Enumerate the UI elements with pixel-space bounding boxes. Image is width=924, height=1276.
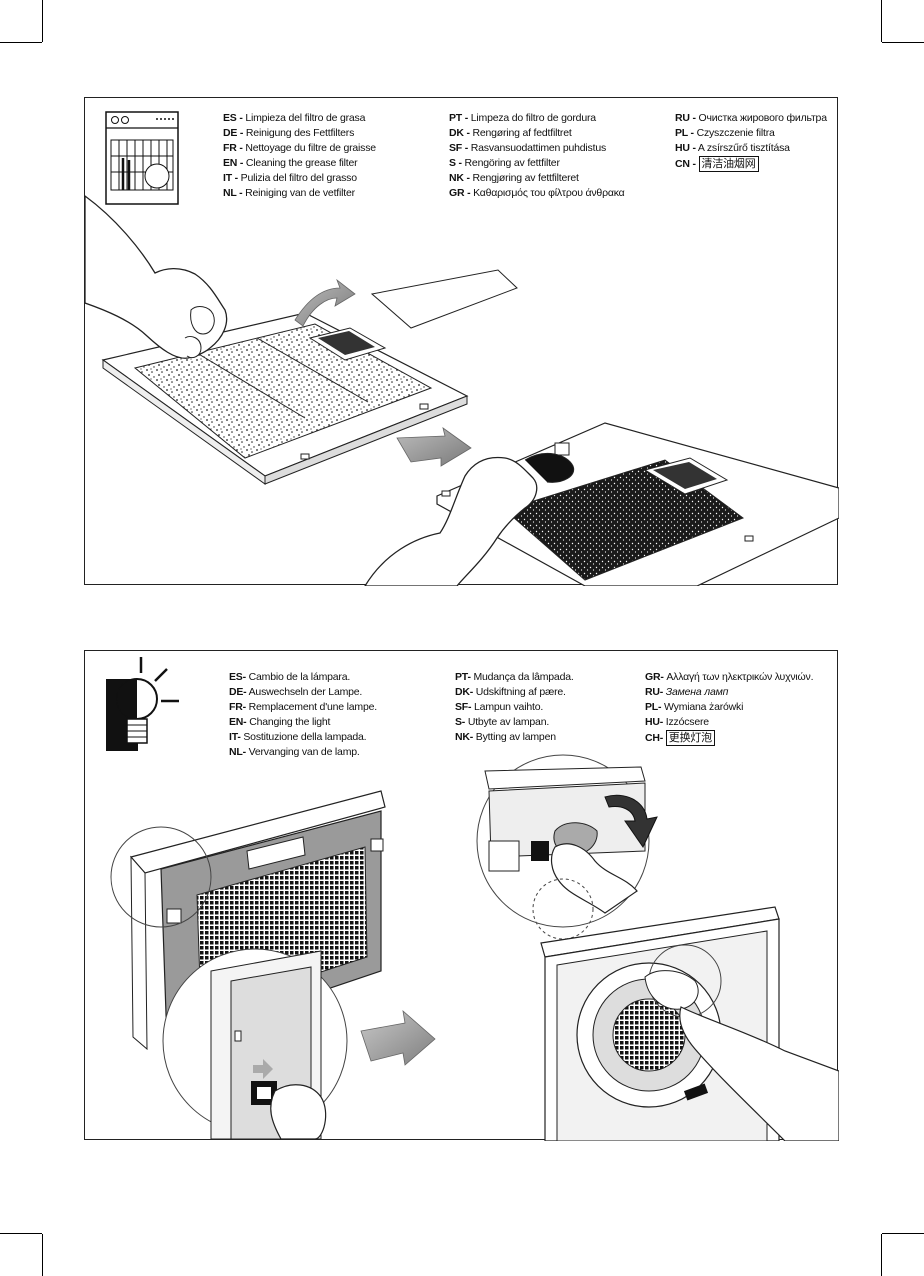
lang-line: NK - Rengjøring av fettfilteret <box>449 172 579 184</box>
lang-line: ES - Limpieza del filtro de grasa <box>223 112 366 124</box>
crop-mark <box>881 0 882 42</box>
lang-line: PT- Mudança da lâmpada. <box>455 671 574 683</box>
lang-line: ES- Cambio de la lámpara. <box>229 671 351 683</box>
lang-line: SF - Rasvansuodattimen puhdistus <box>449 142 607 154</box>
lang-line: PT - Limpeza do filtro de gordura <box>449 112 596 124</box>
lang-line: PL - Czyszczenie filtra <box>675 127 775 139</box>
crop-mark <box>881 1234 882 1276</box>
crop-mark <box>882 42 924 43</box>
lang-line: HU- Izzócsere <box>645 716 709 728</box>
lang-line: CH- 更换灯泡 <box>645 730 813 746</box>
grease-filter-panel: ES - Limpieza del filtro de grasa DE - R… <box>84 97 839 586</box>
lang-line: SF- Lampun vaihto. <box>455 701 544 713</box>
lang-line: DK - Rengøring af fedtfiltret <box>449 127 572 139</box>
lang-line: DK- Udskiftning af pære. <box>455 686 566 698</box>
lang-line: DE - Reinigung des Fettfilters <box>223 127 355 139</box>
lang-line: EN- Changing the light <box>229 716 331 728</box>
lang-line: FR - Nettoyage du filtre de graisse <box>223 142 376 154</box>
lang-line: NL - Reiniging van de vetfilter <box>223 187 355 199</box>
lang-line: S- Utbyte av lampan. <box>455 716 550 728</box>
lamp-lang-col-1: ES- Cambio de la lámpara. DE- Auswechsel… <box>229 670 377 760</box>
lang-line: IT- Sostituzione della lampada. <box>229 731 367 743</box>
lang-line: DE- Auswechseln der Lampe. <box>229 686 363 698</box>
crop-mark <box>882 1233 924 1234</box>
filter-lang-col-3: RU - Очистка жирового фильтра PL - Czysz… <box>675 111 827 172</box>
lang-line: S - Rengöring av fettfilter <box>449 157 560 169</box>
lang-line: FR- Remplacement d'une lampe. <box>229 701 377 713</box>
filter-lang-col-2: PT - Limpeza do filtro de gordura DK - R… <box>449 111 625 201</box>
crop-mark <box>42 1234 43 1276</box>
lang-line: RU - Очистка жирового фильтра <box>675 112 827 124</box>
lamp-lang-col-3: GR- Αλλαγή των ηλεκτρικών λυχνιών. RU- З… <box>645 670 814 746</box>
lamp-change-panel: ES- Cambio de la lámpara. DE- Auswechsel… <box>84 650 839 1141</box>
lang-line: RU- Замена ламп <box>645 686 729 698</box>
lang-line: CN - 清洁油烟网 <box>675 156 827 172</box>
lang-line: IT - Pulizia del filtro del grasso <box>223 172 357 184</box>
crop-mark <box>42 0 43 42</box>
dishwasher-icon <box>105 111 179 205</box>
lang-line: NL- Vervanging van de lamp. <box>229 746 360 758</box>
lang-line: EN - Cleaning the grease filter <box>223 157 358 169</box>
crop-mark <box>0 1233 42 1234</box>
lamp-lang-col-2: PT- Mudança da lâmpada. DK- Udskiftning … <box>455 670 574 745</box>
lang-line: GR - Καθαρισμός του φίλτρου άνθρακα <box>449 187 625 199</box>
light-bulb-icon <box>106 657 179 751</box>
lang-line: HU - A zsírszűrő tisztítása <box>675 142 790 154</box>
lamp-change-illustration <box>106 657 839 1141</box>
crop-mark <box>0 42 42 43</box>
filter-lang-col-1: ES - Limpieza del filtro de grasa DE - R… <box>223 111 376 201</box>
grease-filter-illustration <box>85 111 839 586</box>
lang-line: NK- Bytting av lampen <box>455 731 556 743</box>
lang-line: GR- Αλλαγή των ηλεκτρικών λυχνιών. <box>645 671 814 683</box>
lang-line: PL- Wymiana żarówki <box>645 701 744 713</box>
